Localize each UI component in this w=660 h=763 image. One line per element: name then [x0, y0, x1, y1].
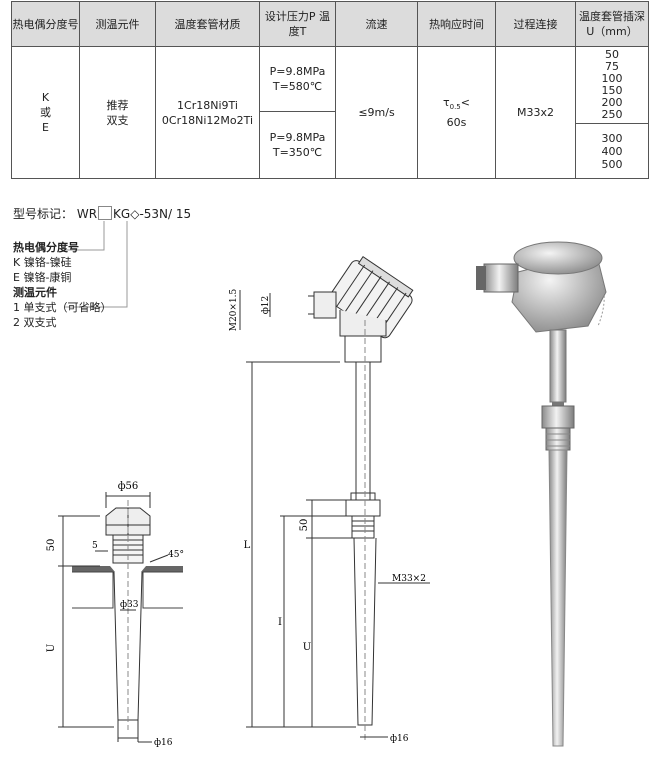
product-photo [476, 241, 607, 747]
header-graduation: 热电偶分度号 [11, 1, 80, 47]
cell-response: τ0.5< 60s [417, 46, 496, 179]
cell-material: 1Cr18Ni9Ti 0Cr18Ni12Mo2Ti [155, 46, 260, 179]
table-header-row: 热电偶分度号 测温元件 温度套管材质 设计压力P 温度T 流速 热响应时间 过程… [11, 1, 649, 47]
cell-connection: M33x2 [495, 46, 576, 179]
dim-L: L [244, 540, 251, 551]
dim-I: I [278, 617, 282, 628]
table-body-row: K 或 E 推荐 双支 1Cr18Ni9Ti 0Cr18Ni12Mo2Ti P=… [11, 46, 649, 179]
header-depth: 温度套管插深U（mm） [575, 1, 649, 47]
model-legend: 热电偶分度号 K 镍铬-镍硅 E 镍铬-康铜 测温元件 1 单支式（可省略） 2… [13, 241, 112, 329]
cell-graduation: K 或 E [11, 46, 80, 179]
header-connection: 过程连接 [495, 1, 576, 47]
dim-m20: M20×1.5 [229, 288, 239, 331]
dim-d16a: ф16 [154, 738, 173, 748]
dim-h50b: 50 [299, 519, 310, 532]
dim-h50a: 50 [46, 539, 57, 552]
code-box [98, 206, 113, 220]
dim-d56: ф56 [118, 481, 139, 492]
cell-flow: ≤9m/s [335, 46, 418, 179]
dim-m33: M33×2 [392, 574, 426, 584]
cell-element: 推荐 双支 [79, 46, 156, 179]
dim-d16b: ф16 [390, 734, 409, 744]
dim-w5: 5 [92, 541, 98, 551]
dim-uA: U [46, 644, 57, 652]
dim-d12: ф12 [261, 296, 271, 315]
spec-table: 热电偶分度号 测温元件 温度套管材质 设计压力P 温度T 流速 热响应时间 过程… [11, 1, 649, 179]
cell-pressure: P=9.8MPa T=580℃ P=9.8MPa T=350℃ [259, 46, 336, 179]
dim-uB: U [303, 642, 311, 653]
header-flow: 流速 [335, 1, 418, 47]
dim-d33: ф33 [120, 600, 139, 610]
dim-angle45: 45° [168, 550, 184, 560]
